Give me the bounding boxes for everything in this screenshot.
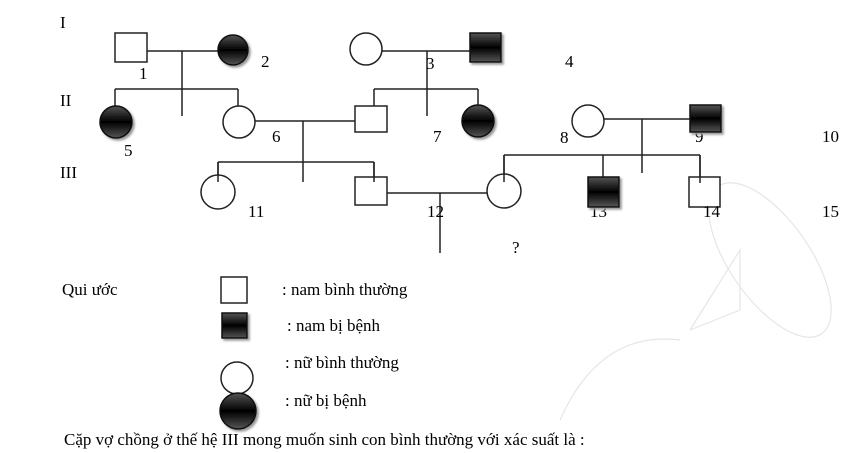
individual-14-male-affected [587, 176, 620, 208]
individual-10-male-affected [689, 104, 722, 133]
pedigree-lines [114, 50, 701, 253]
individual-12-male-normal [354, 176, 388, 206]
individual-6-female-normal [222, 105, 256, 139]
legend-label: : nữ bị bệnh [285, 391, 367, 410]
legend-square-open-icon [220, 276, 248, 304]
individual-2-female-affected [217, 34, 249, 66]
legend-title: Qui ước [62, 280, 118, 299]
individual-15-male-normal [688, 176, 721, 208]
individual-number: 10 [822, 127, 839, 146]
individual-number: 6 [272, 127, 281, 146]
individual-number: 11 [248, 202, 264, 221]
individual-number: 15 [822, 202, 839, 221]
individual-number: 7 [433, 127, 442, 146]
individual-1-male-normal [114, 32, 148, 63]
individual-7-male-normal [354, 105, 388, 133]
individual-number: 5 [124, 141, 133, 160]
individual-number: 4 [565, 52, 574, 71]
individual-9-female-normal [571, 104, 605, 138]
individual-3-female-normal [349, 32, 383, 66]
individual-5-female-affected [99, 105, 133, 139]
legend: Qui ước : nam bình thường : nam bị bệnh … [62, 276, 408, 430]
individual-number: 9 [695, 127, 704, 146]
legend-label: : nữ bình thường [285, 353, 399, 372]
generation-label: III [60, 163, 77, 182]
legend-circle-open-icon [220, 361, 254, 395]
generation-label: II [60, 91, 72, 110]
individual-4-male-affected [469, 32, 502, 63]
individual-number: 14 [703, 202, 721, 221]
individual-number: 8 [560, 128, 569, 147]
individual-8-female-affected [461, 104, 495, 138]
individual-number: 3 [426, 54, 435, 73]
individual-number: 12 [427, 202, 444, 221]
individual-number: 2 [261, 52, 270, 71]
legend-label: : nam bị bệnh [287, 316, 381, 335]
legend-circle-filled-icon [219, 392, 257, 430]
legend-square-filled-icon [221, 312, 248, 339]
unknown-child-mark: ? [512, 238, 520, 257]
generation-label: I [60, 13, 66, 32]
individual-number: 1 [139, 64, 148, 83]
legend-label: : nam bình thường [282, 280, 408, 299]
question-text: Cặp vợ chồng ở thế hệ III mong muốn sinh… [64, 430, 585, 449]
